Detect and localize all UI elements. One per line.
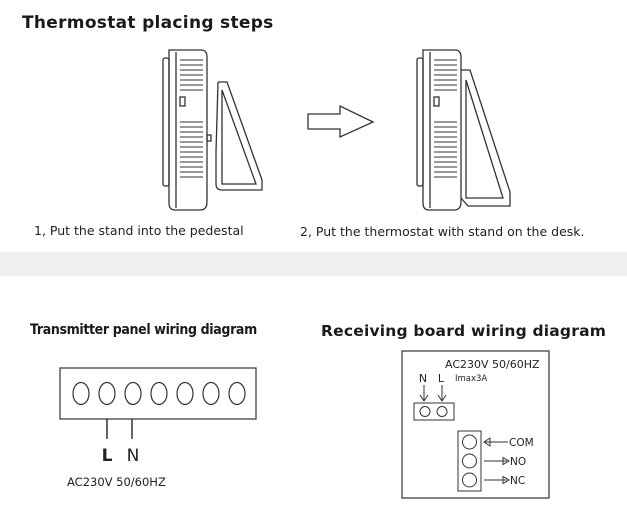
receiver-board: AC230V 50/60HZ N L Imax3A xyxy=(401,350,550,499)
output-com-label: COM xyxy=(509,437,534,449)
thermostat-side-view-1 xyxy=(162,49,212,211)
placing-steps-panel: Thermostat placing steps xyxy=(0,0,627,252)
receiver-imax-label: Imax3A xyxy=(455,374,487,384)
arrow-right-icon xyxy=(307,104,375,139)
receiver-output-terminals xyxy=(457,430,482,492)
wiring-diagrams-panel: Transmitter panel wiring diagram Receivi… xyxy=(0,276,627,514)
transmitter-terminal-block: L N AC230V 50/60HZ xyxy=(59,367,257,489)
transmitter-title: Transmitter panel wiring diagram xyxy=(30,322,257,338)
terminal-2 xyxy=(98,381,116,406)
receiver-input-terminals xyxy=(413,402,455,421)
wiring-illustration: L N AC230V 50/60HZ AC230V 50/60HZ N L Im… xyxy=(59,350,550,499)
receiver-title: Receiving board wiring diagram xyxy=(321,322,607,340)
no-arrow xyxy=(484,456,510,466)
terminal-4 xyxy=(150,381,168,406)
receiver-input-L-label: L xyxy=(438,372,445,385)
terminal-7 xyxy=(228,381,246,406)
placing-steps-illustration xyxy=(162,49,511,211)
wire-N-label: N xyxy=(127,446,140,466)
output-no-label: NO xyxy=(510,456,526,468)
terminal-5 xyxy=(176,381,194,406)
step-1-caption: 1, Put the stand into the pedestal xyxy=(34,223,244,238)
wire-L-label: L xyxy=(102,446,113,466)
thermostat-side-view-2 xyxy=(416,49,462,211)
nc-arrow xyxy=(484,475,510,485)
stand-2 xyxy=(460,69,511,207)
transmitter-power-label: AC230V 50/60HZ xyxy=(67,475,166,489)
com-arrow xyxy=(483,437,508,447)
terminal-6 xyxy=(202,381,220,406)
input-arrows xyxy=(419,385,447,402)
output-nc-label: NC xyxy=(510,475,525,487)
receiver-power-label: AC230V 50/60HZ xyxy=(445,358,540,371)
terminal-3 xyxy=(124,381,142,406)
receiver-input-N-label: N xyxy=(419,372,427,385)
placing-steps-title: Thermostat placing steps xyxy=(22,13,274,33)
terminal-1 xyxy=(72,381,90,406)
step-2-caption: 2, Put the thermostat with stand on the … xyxy=(300,224,585,239)
stand-1 xyxy=(215,81,263,191)
